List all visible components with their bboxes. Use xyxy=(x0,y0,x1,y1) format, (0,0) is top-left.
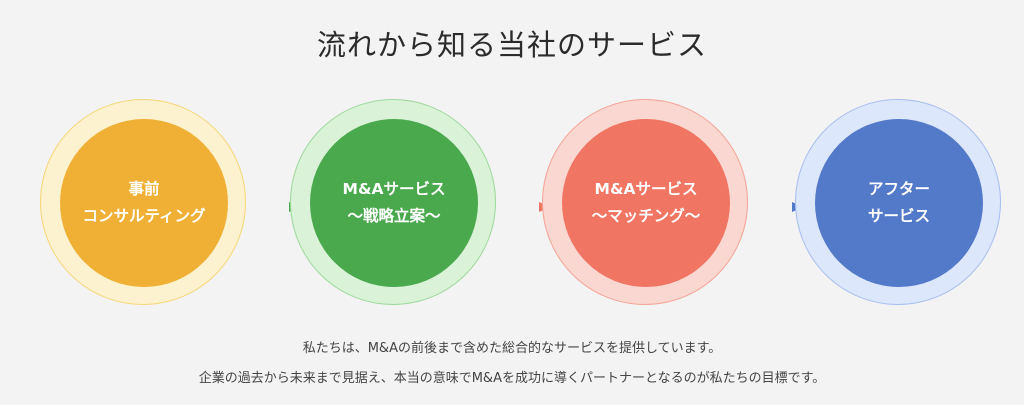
step-after-service-ring: アフター サービス xyxy=(795,99,1001,305)
page-title: 流れから知る当社のサービス xyxy=(316,28,707,62)
step-matching-ring: M&Aサービス ～マッチング～ xyxy=(542,99,748,305)
step-matching-circle: M&Aサービス ～マッチング～ xyxy=(562,119,730,287)
step-matching-label-line1: M&Aサービス xyxy=(594,180,698,198)
step-consulting-ring: 事前 コンサルティング xyxy=(40,99,246,305)
description-line-1: 私たちは、M&Aの前後まで含めた総合的なサービスを提供しています。 xyxy=(302,341,722,356)
step-strategy-label-line2: ～戦略立案～ xyxy=(347,207,441,225)
step-consulting-circle: 事前 コンサルティング xyxy=(60,119,228,287)
step-strategy-circle: M&Aサービス ～戦略立案～ xyxy=(310,119,478,287)
step-strategy-label-line1: M&Aサービス xyxy=(342,180,446,198)
step-after-service-label-line2: サービス xyxy=(867,207,930,225)
step-strategy-ring: M&Aサービス ～戦略立案～ xyxy=(290,99,496,305)
step-after-service-circle: アフター サービス xyxy=(815,119,983,287)
description-line-2: 企業の過去から未来まで見据え、本当の意味でM&Aを成功に導くパートナーとなるのが… xyxy=(198,371,826,386)
step-matching-label-line2: ～マッチング～ xyxy=(591,207,701,225)
step-consulting-label-line2: コンサルティング xyxy=(82,207,206,225)
step-after-service-label-line1: アフター xyxy=(867,180,930,198)
step-consulting-label-line1: 事前 xyxy=(128,180,160,198)
